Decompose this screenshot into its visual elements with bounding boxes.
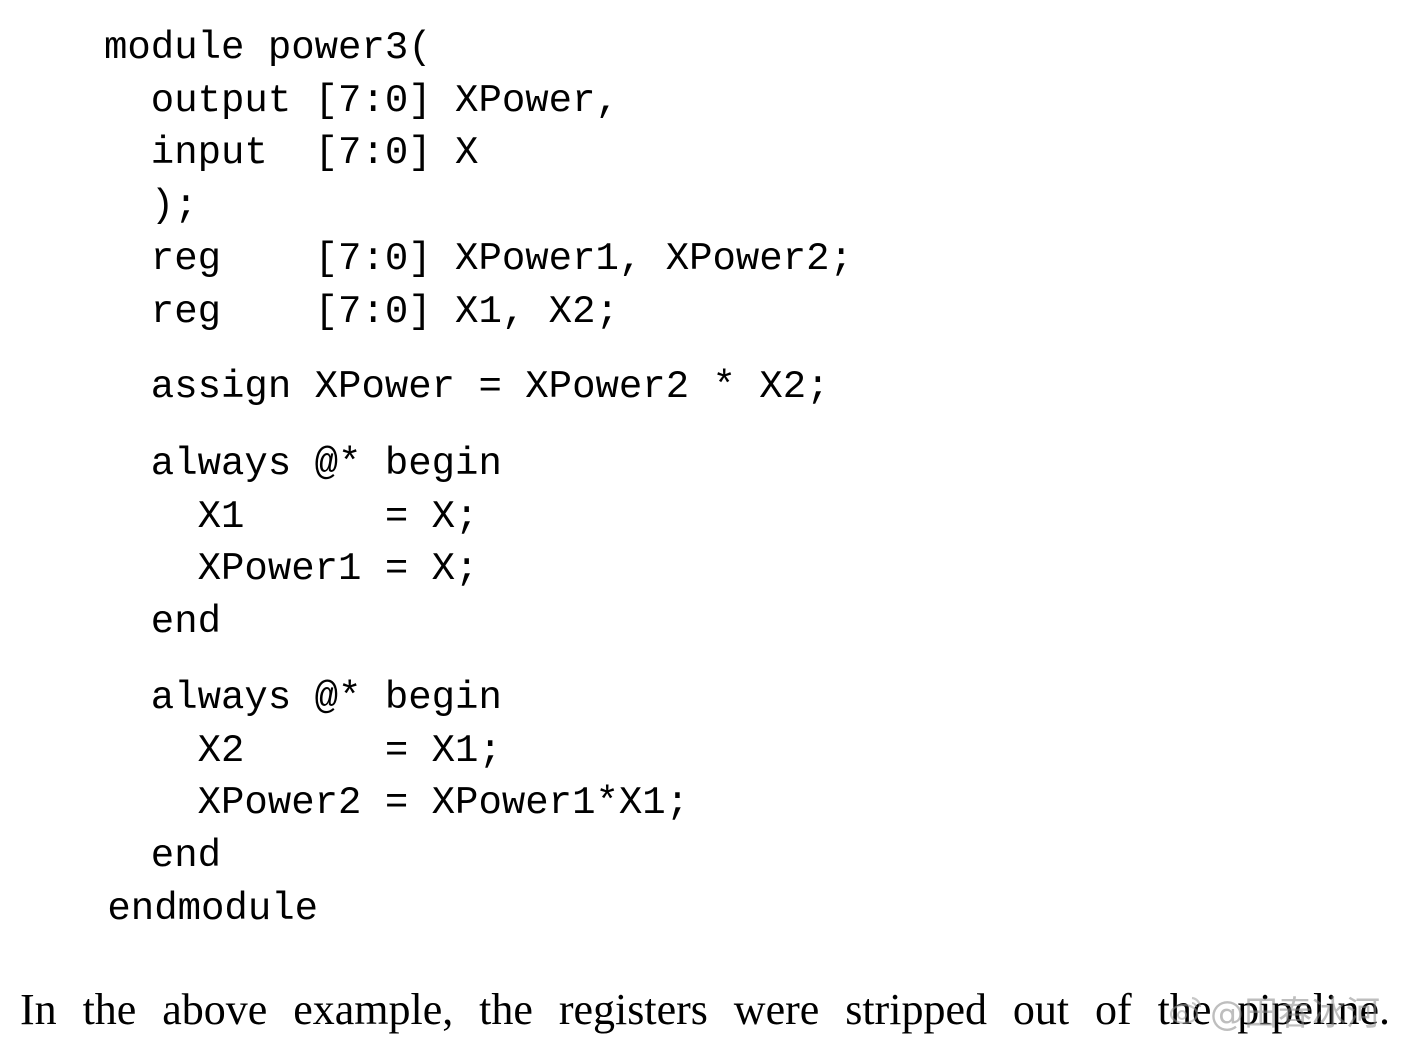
code-line-1: module power3( — [104, 26, 432, 70]
code-line-4: ); — [104, 184, 198, 228]
code-line-5: reg [7:0] XPower1, XPower2; — [104, 237, 853, 281]
code-line-10: XPower1 = X; — [104, 547, 479, 591]
code-line-6: reg [7:0] X1, X2; — [104, 290, 619, 334]
code-line-11: end — [104, 600, 222, 644]
code-line-8: always @* begin — [104, 442, 502, 486]
code-line-7: assign XPower = XPower2 * X2; — [104, 365, 830, 409]
verilog-code-block: module power3( output [7:0] XPower, inpu… — [104, 26, 853, 931]
code-line-9: X1 = X; — [104, 495, 479, 539]
code-line-2: output [7:0] XPower, — [104, 79, 619, 123]
code-line-13: X2 = X1; — [104, 729, 502, 773]
code-line-16: endmodule — [84, 887, 319, 931]
code-line-3: input [7:0] X — [104, 131, 479, 175]
code-line-12: always @* begin — [104, 676, 502, 720]
body-paragraph: In the above example, the registers were… — [20, 985, 1390, 1034]
code-line-15: end — [104, 834, 222, 878]
code-line-14: XPower2 = XPower1*X1; — [104, 781, 690, 825]
